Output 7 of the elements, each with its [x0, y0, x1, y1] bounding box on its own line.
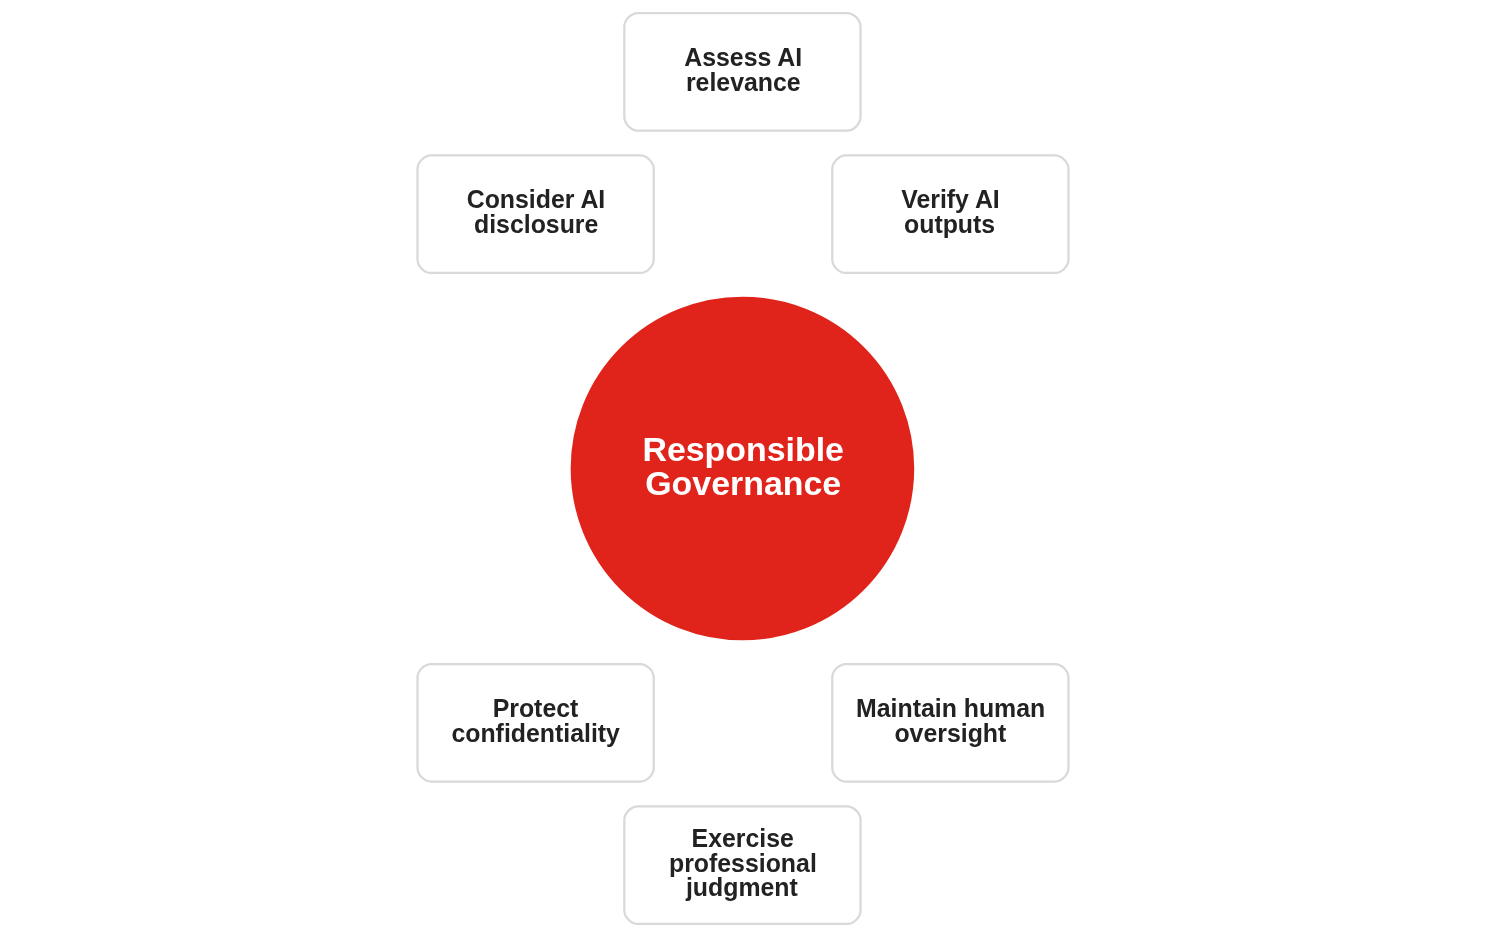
node-box: Verify AI outputs: [831, 154, 1070, 275]
node-box: Exercise professional judgment: [623, 805, 862, 926]
node-circle: Responsible Governance: [570, 296, 915, 641]
node-box: Consider AI disclosure: [416, 154, 655, 275]
node-box: Maintain human oversight: [831, 662, 1070, 783]
node-box: Assess AI relevance: [623, 11, 862, 132]
node-box: Protect confidentiality: [416, 662, 655, 783]
